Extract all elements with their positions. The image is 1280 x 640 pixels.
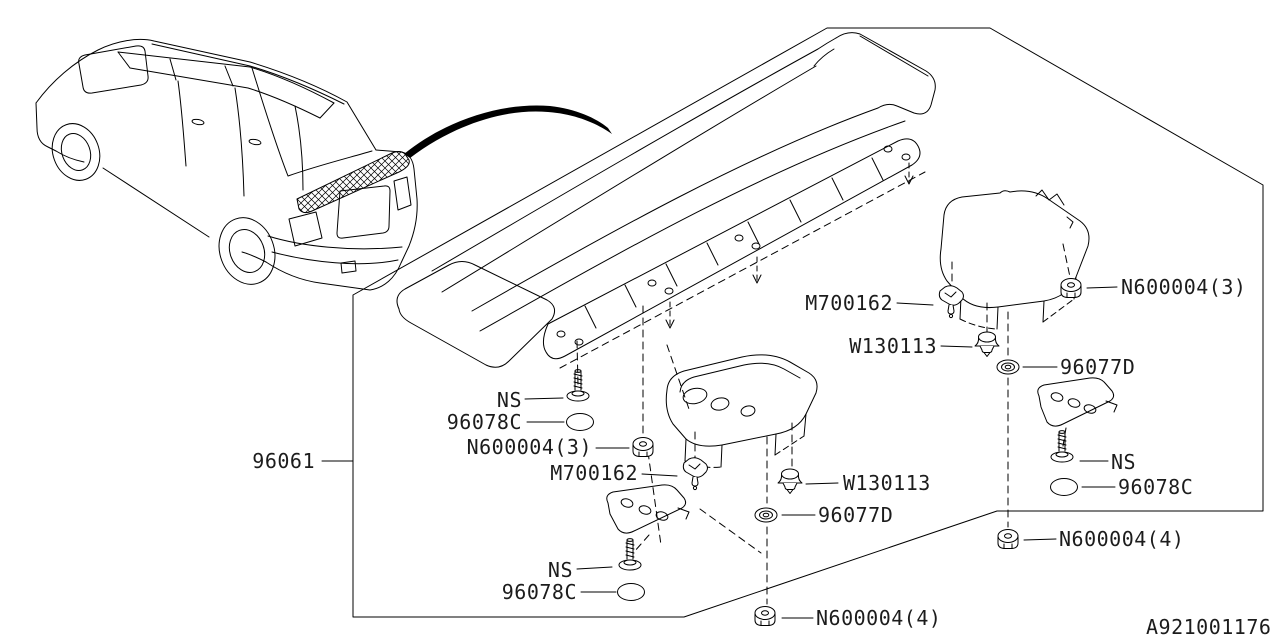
car-illustration	[35, 38, 418, 291]
nut-icon	[997, 529, 1019, 549]
pad-icon	[566, 413, 594, 431]
part-label-ns: NS	[496, 388, 522, 412]
nut-icon	[632, 437, 654, 457]
pad-icon	[617, 583, 645, 601]
pad-icon	[1050, 478, 1078, 496]
part-label-w130113: W130113	[843, 471, 931, 495]
part-label-ns: NS	[1111, 450, 1137, 474]
part-label-n600004-3: N600004(3)	[466, 435, 592, 459]
diagram-id-code: A921001176	[1146, 615, 1272, 639]
square-clip-icon	[682, 457, 708, 491]
part-label-96078c: 96078C	[446, 410, 522, 434]
bracket-left	[606, 484, 690, 534]
center-cover	[665, 354, 818, 468]
part-label-m700162: M700162	[550, 461, 638, 485]
spacer-icon	[754, 507, 778, 523]
bracket-right	[1037, 377, 1118, 427]
part-label-96077d: 96077D	[818, 503, 894, 527]
spacer-icon	[996, 359, 1020, 375]
nut-icon	[1060, 278, 1082, 298]
part-label-96061: 96061	[252, 449, 315, 473]
parts-box-outline	[352, 27, 1264, 618]
push-clip-icon	[777, 468, 803, 494]
part-label-n600004-3: N600004(3)	[1121, 275, 1247, 299]
part-label-ns: NS	[547, 558, 573, 582]
nut-icon	[754, 606, 776, 626]
mounting-rail	[542, 138, 926, 369]
screw-icon	[618, 538, 642, 571]
part-label-96077d: 96077D	[1060, 355, 1136, 379]
car-wheels	[51, 123, 276, 285]
part-label-n600004-4: N600004(4)	[816, 606, 942, 630]
part-label-n600004-4: N600004(4)	[1059, 527, 1185, 551]
part-label-m700162: M700162	[805, 291, 893, 315]
screw-icon	[566, 369, 590, 402]
leader-lines	[524, 286, 1118, 619]
screw-icon	[1050, 430, 1074, 463]
spoiler-wing	[396, 32, 936, 368]
fasteners	[566, 278, 1082, 626]
part-label-96078c: 96078C	[1118, 475, 1194, 499]
push-clip-icon	[974, 331, 1000, 357]
part-label-w130113: W130113	[849, 334, 937, 358]
part-label-96078c: 96078C	[501, 580, 577, 604]
car-spoiler-hatched	[296, 151, 410, 214]
pointer-arrow	[404, 105, 612, 158]
